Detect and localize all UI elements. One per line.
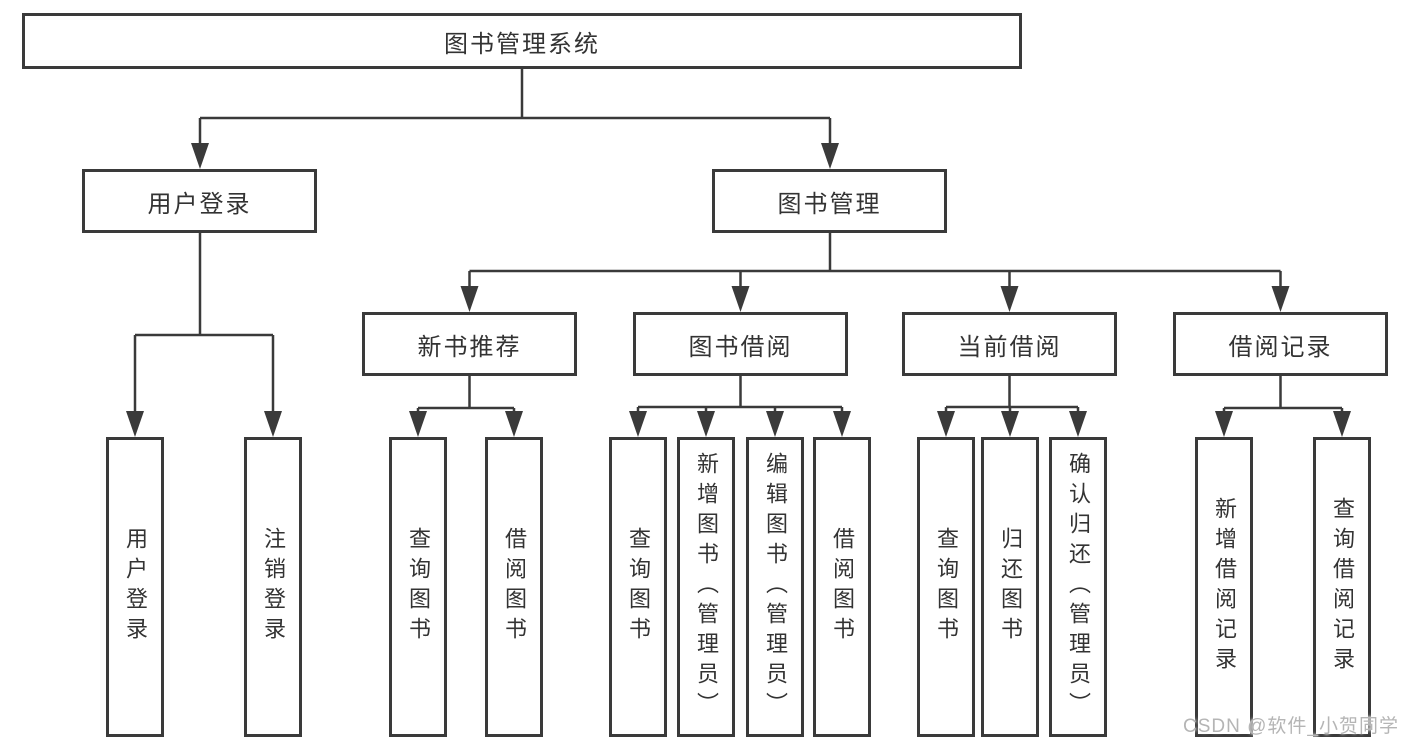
node-current-borrowing: 当前借阅 — [902, 312, 1117, 376]
leaf-add-books-admin-label: 新增图书（管理员） — [694, 452, 719, 722]
leaf-borrow-books-recommend-label: 借阅图书 — [502, 527, 527, 647]
node-user-login: 用户登录 — [82, 169, 317, 233]
node-borrowing-records: 借阅记录 — [1173, 312, 1388, 376]
leaf-logout: 注销登录 — [244, 437, 302, 737]
node-root: 图书管理系统 — [22, 13, 1022, 69]
leaf-logout-label: 注销登录 — [261, 527, 286, 647]
leaf-confirm-return-admin-label: 确认归还（管理员） — [1066, 452, 1091, 722]
leaf-add-books-admin: 新增图书（管理员） — [677, 437, 735, 737]
node-new-book-recommendation: 新书推荐 — [362, 312, 577, 376]
leaf-query-books-recommend: 查询图书 — [389, 437, 447, 737]
leaf-query-borrow-record-label: 查询借阅记录 — [1330, 497, 1355, 677]
leaf-user-login: 用户登录 — [106, 437, 164, 737]
leaf-borrow-books-recommend: 借阅图书 — [485, 437, 543, 737]
leaf-query-books-recommend-label: 查询图书 — [406, 527, 431, 647]
leaf-query-borrow-record: 查询借阅记录 — [1313, 437, 1371, 737]
node-book-management: 图书管理 — [712, 169, 947, 233]
leaf-add-borrow-record: 新增借阅记录 — [1195, 437, 1253, 737]
node-book-borrowing: 图书借阅 — [633, 312, 848, 376]
leaf-return-books: 归还图书 — [981, 437, 1039, 737]
leaf-edit-books-admin: 编辑图书（管理员） — [746, 437, 804, 737]
leaf-query-books-current-label: 查询图书 — [934, 527, 959, 647]
leaf-query-books-borrowing: 查询图书 — [609, 437, 667, 737]
leaf-query-books-current: 查询图书 — [917, 437, 975, 737]
leaf-user-login-label: 用户登录 — [123, 527, 148, 647]
leaf-query-books-borrowing-label: 查询图书 — [626, 527, 651, 647]
leaf-borrow-books-borrowing-label: 借阅图书 — [830, 527, 855, 647]
leaf-edit-books-admin-label: 编辑图书（管理员） — [763, 452, 788, 722]
leaf-return-books-label: 归还图书 — [998, 527, 1023, 647]
leaf-borrow-books-borrowing: 借阅图书 — [813, 437, 871, 737]
csdn-watermark: CSDN @软件_小贺同学 — [1183, 716, 1399, 737]
leaf-confirm-return-admin: 确认归还（管理员） — [1049, 437, 1107, 737]
leaf-add-borrow-record-label: 新增借阅记录 — [1212, 497, 1237, 677]
